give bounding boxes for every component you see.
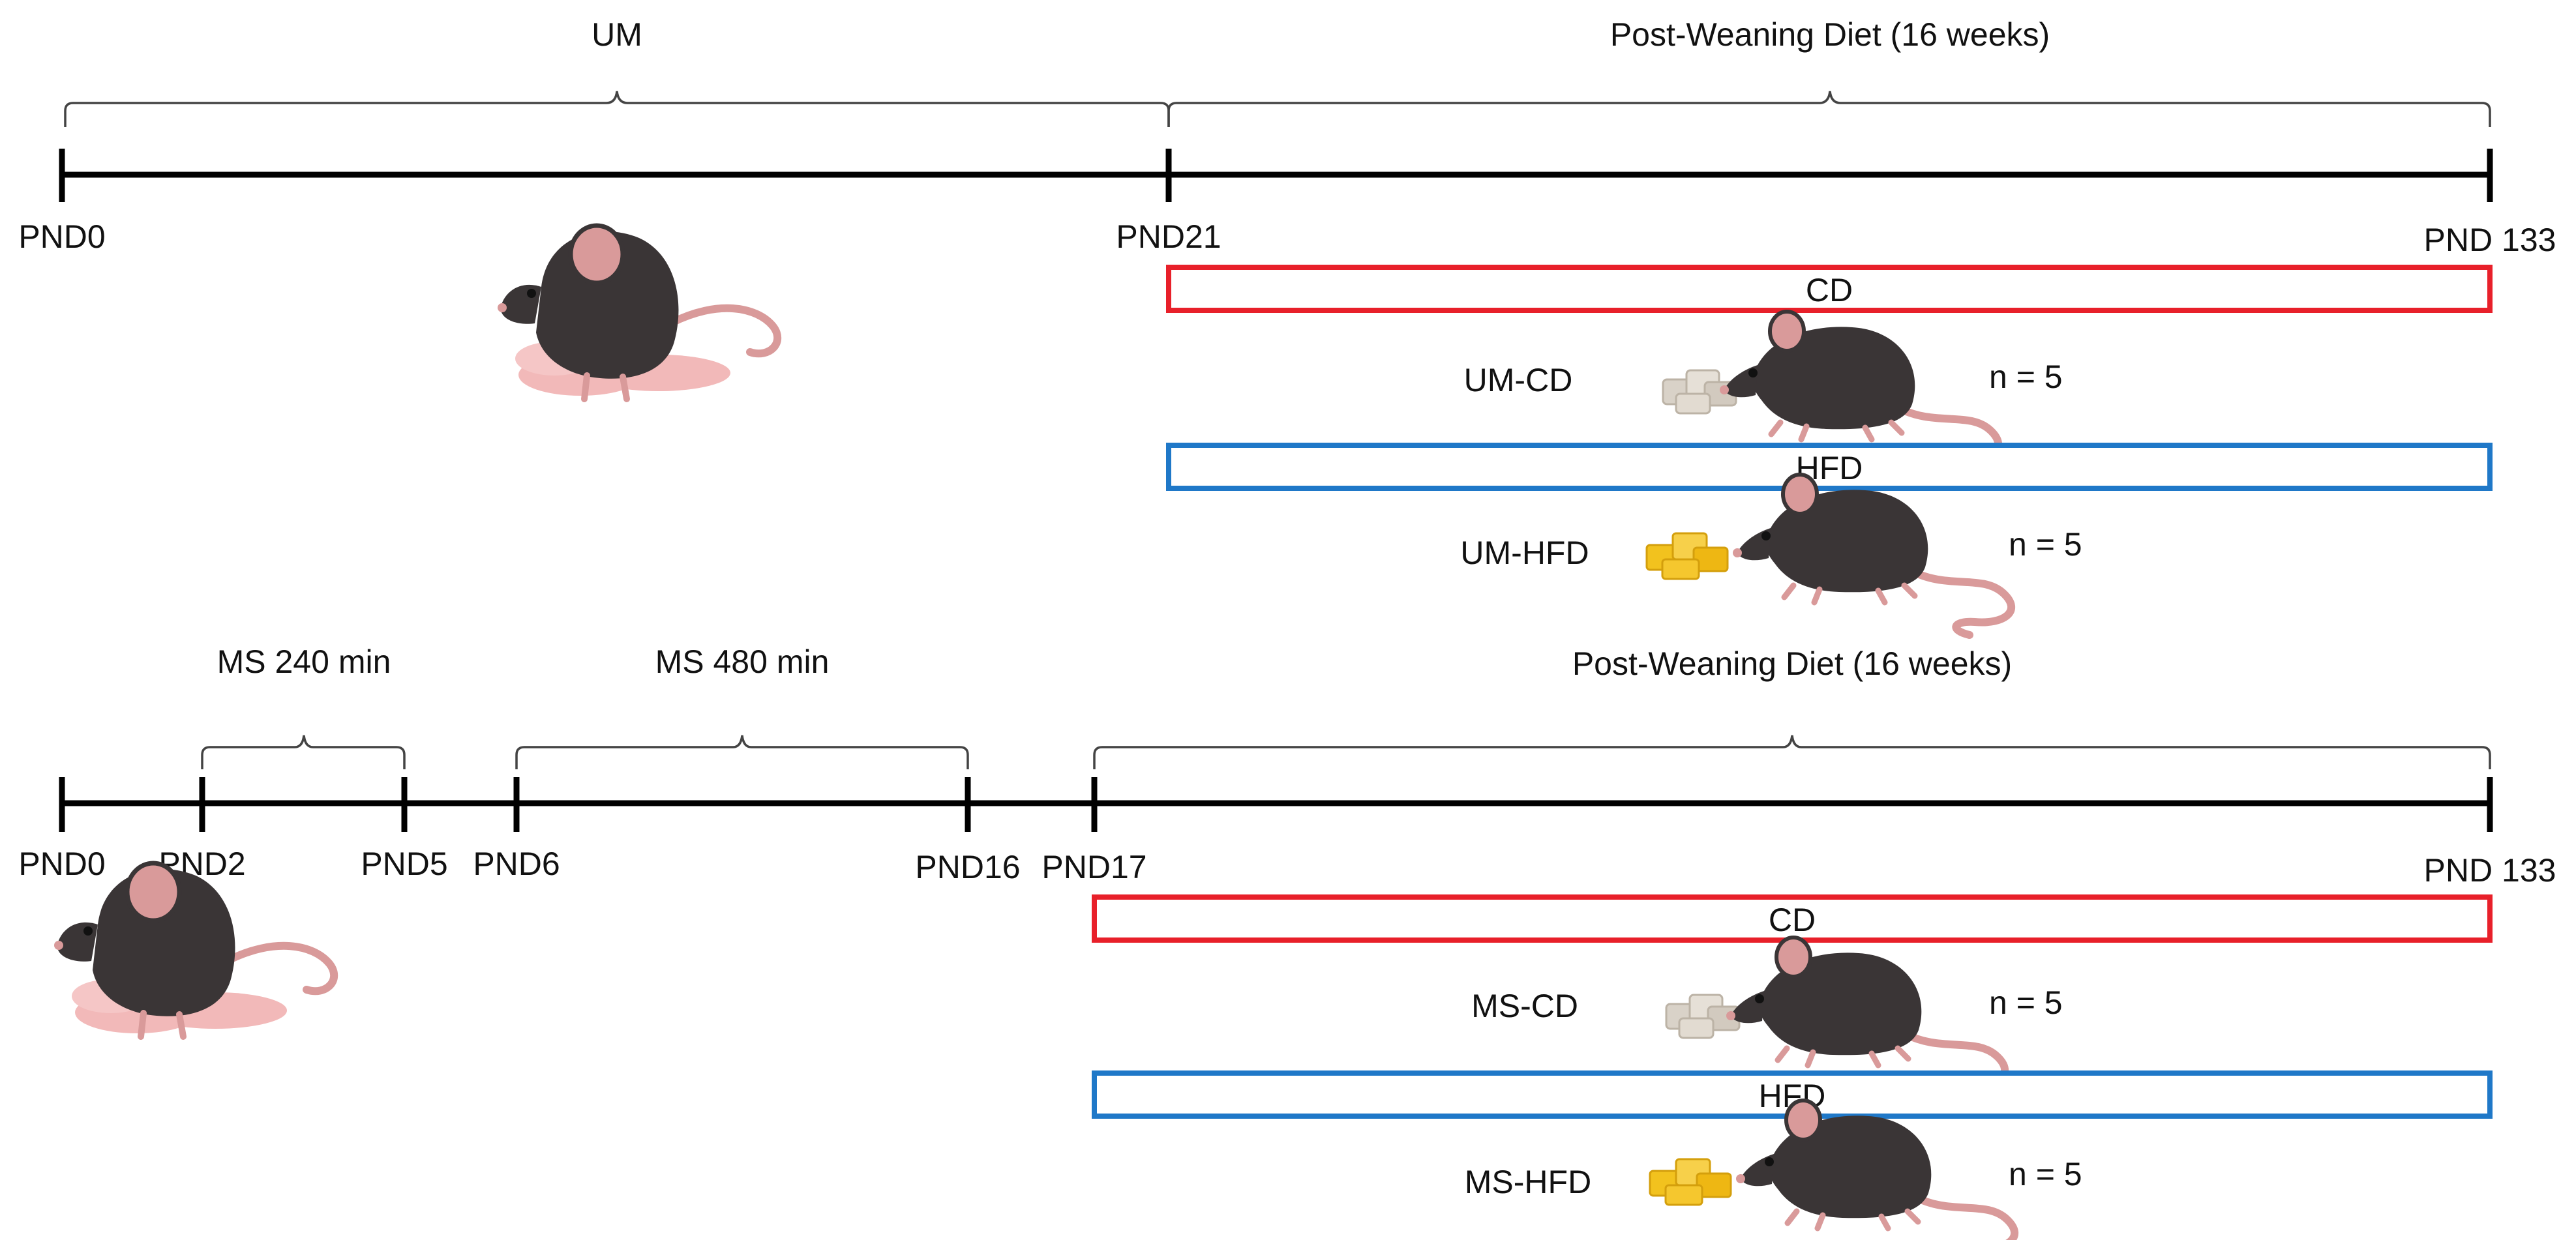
pnd-label-ms-17: PND17 bbox=[1041, 849, 1146, 885]
top-panel: UM Post-Weaning Diet (16 weeks) PND0 PND… bbox=[18, 16, 2556, 635]
brace-ms480 bbox=[515, 735, 969, 769]
hfd-diet-bar bbox=[1166, 443, 2493, 491]
pnd-label-ms-5: PND5 bbox=[361, 846, 447, 882]
period-label-diet-ms: Post-Weaning Diet (16 weeks) bbox=[1572, 645, 2012, 682]
cd-bar-label: CD bbox=[1806, 272, 1853, 308]
pnd-label-ms-16: PND16 bbox=[915, 849, 1020, 885]
n-label-um-cd: n = 5 bbox=[1989, 359, 2063, 395]
mouse-icon bbox=[1733, 475, 2011, 635]
period-label-um: UM bbox=[592, 16, 642, 53]
mouse-with-pups-icon bbox=[498, 226, 777, 399]
mouse-with-pups-icon bbox=[54, 863, 334, 1037]
high-fat-chow-pellets-icon bbox=[1645, 532, 1729, 580]
pnd-label-ms-0: PND0 bbox=[18, 846, 105, 882]
cd-diet-bar-ms bbox=[1092, 894, 2493, 943]
group-label-ms-hfd: MS-HFD bbox=[1465, 1164, 1591, 1200]
pnd-label-ms-6: PND6 bbox=[473, 846, 560, 882]
n-label-um-hfd: n = 5 bbox=[2009, 526, 2082, 563]
bottom-panel: MS 240 min MS 480 min Post-Weaning Diet … bbox=[18, 643, 2556, 1240]
n-label-ms-cd: n = 5 bbox=[1989, 984, 2063, 1021]
brace-ms240 bbox=[201, 735, 406, 769]
cd-bar-label-ms: CD bbox=[1769, 902, 1816, 938]
pnd-label-0: PND0 bbox=[18, 218, 105, 255]
pnd-label-21: PND21 bbox=[1116, 218, 1221, 255]
brace-diet-ms bbox=[1093, 735, 2491, 769]
period-label-ms240: MS 240 min bbox=[217, 643, 391, 680]
period-label-diet: Post-Weaning Diet (16 weeks) bbox=[1610, 16, 2050, 53]
brace-um bbox=[64, 91, 1170, 127]
mouse-icon bbox=[1736, 1100, 2014, 1240]
cd-diet-bar bbox=[1166, 265, 2493, 313]
pnd-label-ms-133: PND 133 bbox=[2424, 852, 2556, 889]
group-label-um-cd: UM-CD bbox=[1464, 362, 1573, 398]
high-fat-chow-pellets-icon bbox=[1649, 1158, 1732, 1206]
group-label-um-hfd: UM-HFD bbox=[1460, 535, 1589, 571]
n-label-ms-hfd: n = 5 bbox=[2009, 1156, 2082, 1192]
group-label-ms-cd: MS-CD bbox=[1471, 988, 1578, 1024]
brace-diet bbox=[1167, 91, 2491, 127]
period-label-ms480: MS 480 min bbox=[655, 643, 830, 680]
pnd-label-133: PND 133 bbox=[2424, 222, 2556, 258]
